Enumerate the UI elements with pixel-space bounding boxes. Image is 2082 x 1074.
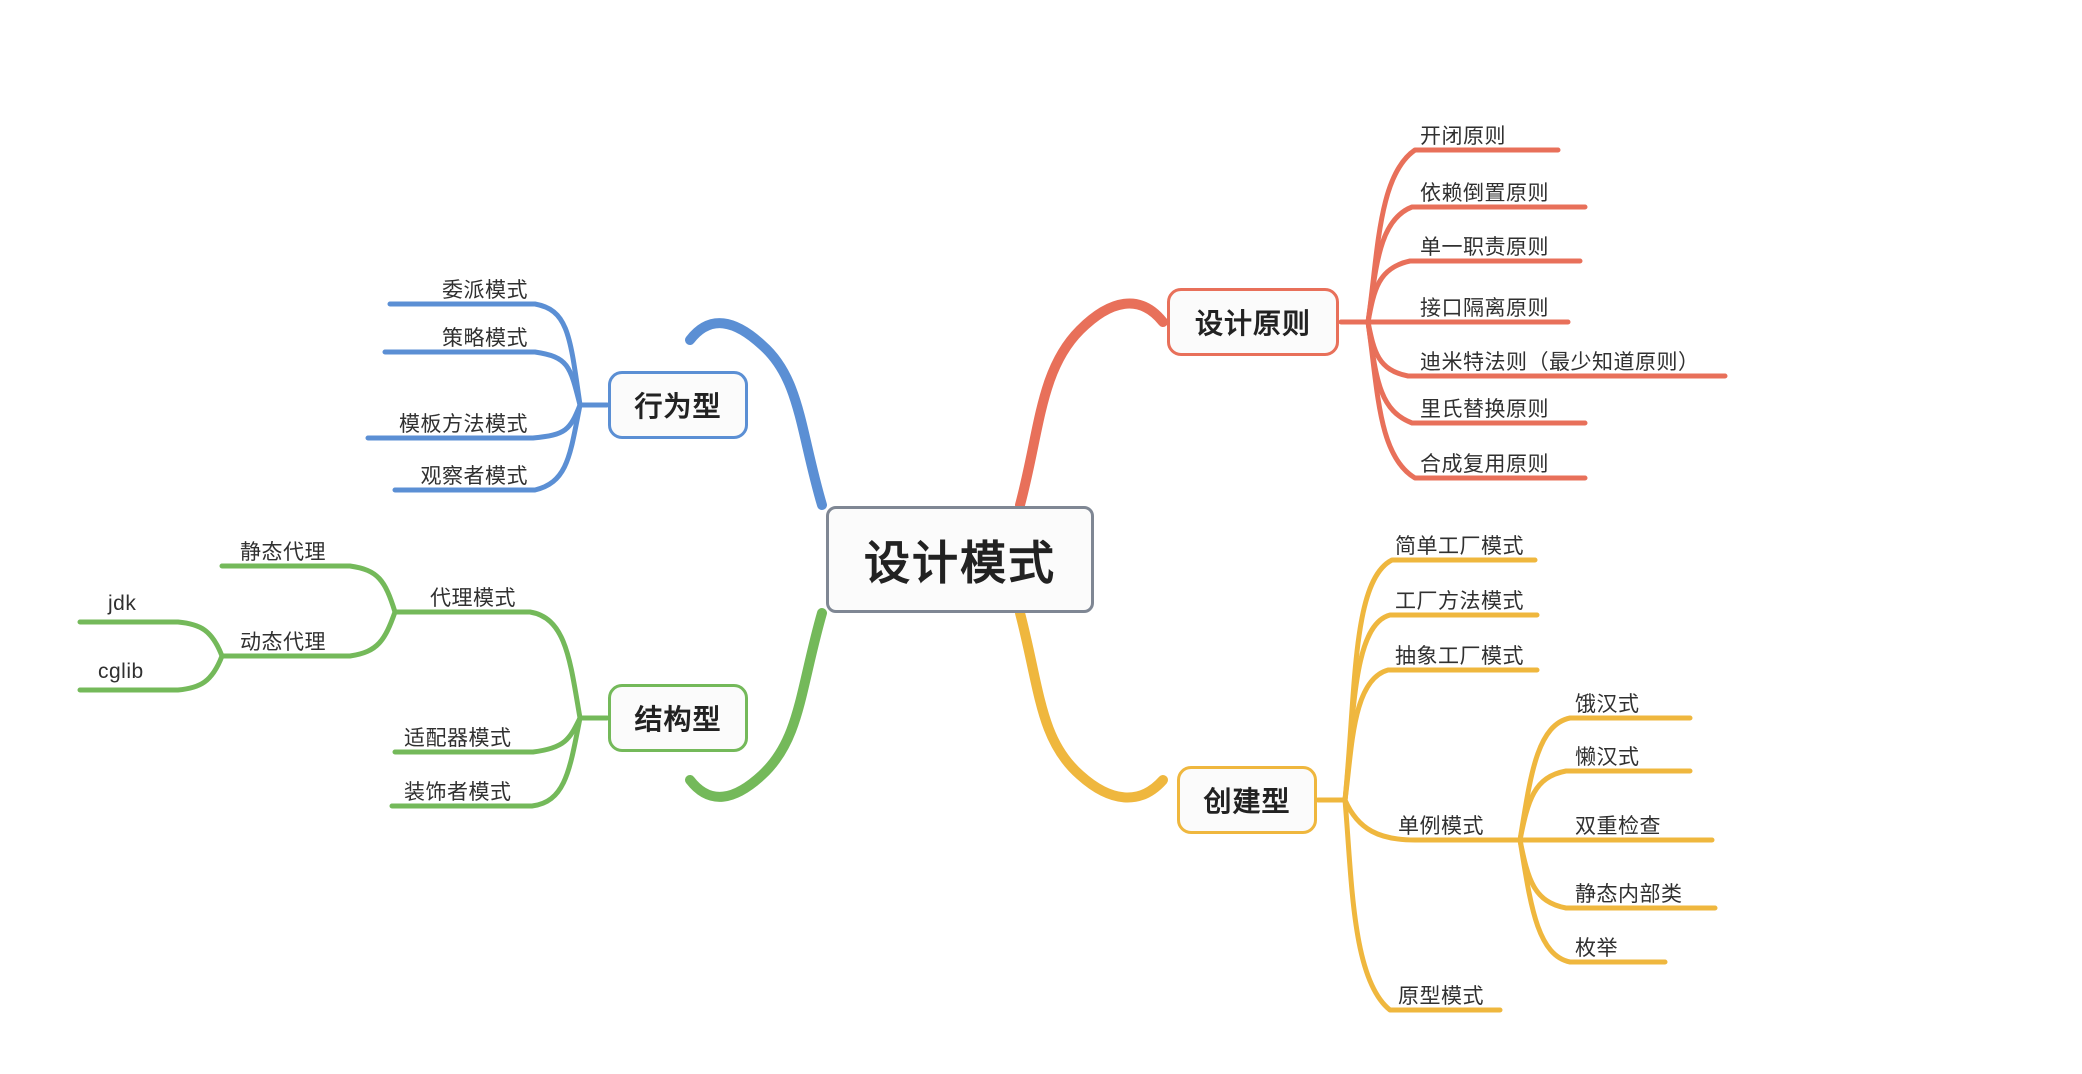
branch-node-principles[interactable]: 设计原则 xyxy=(1167,288,1339,356)
branch-behavioral-connectors xyxy=(365,301,827,510)
branch-node-structural[interactable]: 结构型 xyxy=(608,684,748,752)
connector-proxy-child-1 xyxy=(219,609,398,659)
leaf-label-principles-0[interactable]: 开闭原则 xyxy=(1420,125,1506,148)
leaf-label-creational-2[interactable]: 抽象工厂模式 xyxy=(1395,645,1524,668)
leaf-label-behavioral-0[interactable]: 委派模式 xyxy=(442,279,528,302)
leaf-label-structural-2[interactable]: 装饰者模式 xyxy=(404,781,512,804)
connector-proxy-child-0 xyxy=(219,563,398,615)
connector-root-to-creational xyxy=(1015,608,1168,803)
leaf-label-structural-1[interactable]: 适配器模式 xyxy=(404,727,512,750)
connector-creational-child-3 xyxy=(1342,797,1523,843)
leaf-label-creational-4[interactable]: 原型模式 xyxy=(1398,985,1484,1008)
connector-principles-child-2 xyxy=(1365,258,1583,325)
leaf-label-principles-4[interactable]: 迪米特法则（最少知道原则） xyxy=(1420,351,1700,374)
connector-root-to-principles xyxy=(1015,298,1168,510)
connector-singleton-child-1 xyxy=(1517,768,1693,843)
leaf-label-dynamicproxy-1[interactable]: cglib xyxy=(98,660,144,683)
connector-structural-child-0 xyxy=(392,609,583,721)
root-node-label: 设计模式 xyxy=(864,536,1056,589)
connector-singleton-child-4 xyxy=(1517,837,1668,965)
leaf-label-creational-1[interactable]: 工厂方法模式 xyxy=(1395,590,1524,613)
branch-node-behavioral[interactable]: 行为型 xyxy=(608,371,748,439)
leaf-label-principles-1[interactable]: 依赖倒置原则 xyxy=(1420,182,1549,205)
branch-node-behavioral-label: 行为型 xyxy=(634,391,722,422)
leaf-label-principles-6[interactable]: 合成复用原则 xyxy=(1420,453,1549,476)
leaf-label-singleton-0[interactable]: 饿汉式 xyxy=(1575,693,1640,716)
leaf-label-behavioral-1[interactable]: 策略模式 xyxy=(442,327,528,350)
leaf-label-singleton-3[interactable]: 静态内部类 xyxy=(1575,883,1683,906)
connector-root-to-structural xyxy=(685,608,827,802)
leaf-label-singleton-2[interactable]: 双重检查 xyxy=(1575,815,1661,838)
connector-structural-child-2 xyxy=(389,715,583,809)
connector-behavioral-child-0 xyxy=(387,301,583,408)
branch-principles-connectors xyxy=(1015,147,1728,510)
branch-creational-connectors xyxy=(1015,557,1718,1013)
leaf-label-proxy-0[interactable]: 静态代理 xyxy=(240,541,326,564)
connector-behavioral-child-1 xyxy=(382,349,583,408)
branch-node-structural-label: 结构型 xyxy=(634,704,722,735)
connector-dynamicproxy-child-0 xyxy=(77,619,225,659)
leaf-label-creational-0[interactable]: 简单工厂模式 xyxy=(1395,535,1524,558)
leaf-label-singleton-4[interactable]: 枚举 xyxy=(1575,937,1618,960)
leaf-label-behavioral-2[interactable]: 模板方法模式 xyxy=(399,413,528,436)
leaf-label-proxy-1[interactable]: 动态代理 xyxy=(240,631,326,654)
connector-behavioral-child-3 xyxy=(392,402,583,493)
leaf-label-principles-3[interactable]: 接口隔离原则 xyxy=(1420,297,1549,320)
root-node[interactable]: 设计模式 xyxy=(826,506,1094,613)
branch-node-principles-label: 设计原则 xyxy=(1194,308,1311,339)
connector-dynamicproxy-child-1 xyxy=(77,653,225,693)
connector-principles-child-6 xyxy=(1365,319,1588,481)
branch-structural-connectors xyxy=(77,563,827,809)
leaf-label-principles-2[interactable]: 单一职责原则 xyxy=(1420,236,1549,259)
connector-root-to-behavioral xyxy=(685,318,827,510)
leaf-label-behavioral-3[interactable]: 观察者模式 xyxy=(420,465,528,488)
leaf-label-dynamicproxy-0[interactable]: jdk xyxy=(108,592,137,615)
branch-node-creational[interactable]: 创建型 xyxy=(1177,766,1317,834)
leaf-label-singleton-1[interactable]: 懒汉式 xyxy=(1575,746,1640,769)
branch-node-creational-label: 创建型 xyxy=(1203,786,1291,817)
leaf-label-structural-0[interactable]: 代理模式 xyxy=(430,587,516,610)
connector-creational-child-4 xyxy=(1342,797,1503,1013)
leaf-label-creational-3[interactable]: 单例模式 xyxy=(1398,815,1484,838)
connector-creational-child-2 xyxy=(1342,667,1540,803)
leaf-label-principles-5[interactable]: 里氏替换原则 xyxy=(1420,398,1549,421)
